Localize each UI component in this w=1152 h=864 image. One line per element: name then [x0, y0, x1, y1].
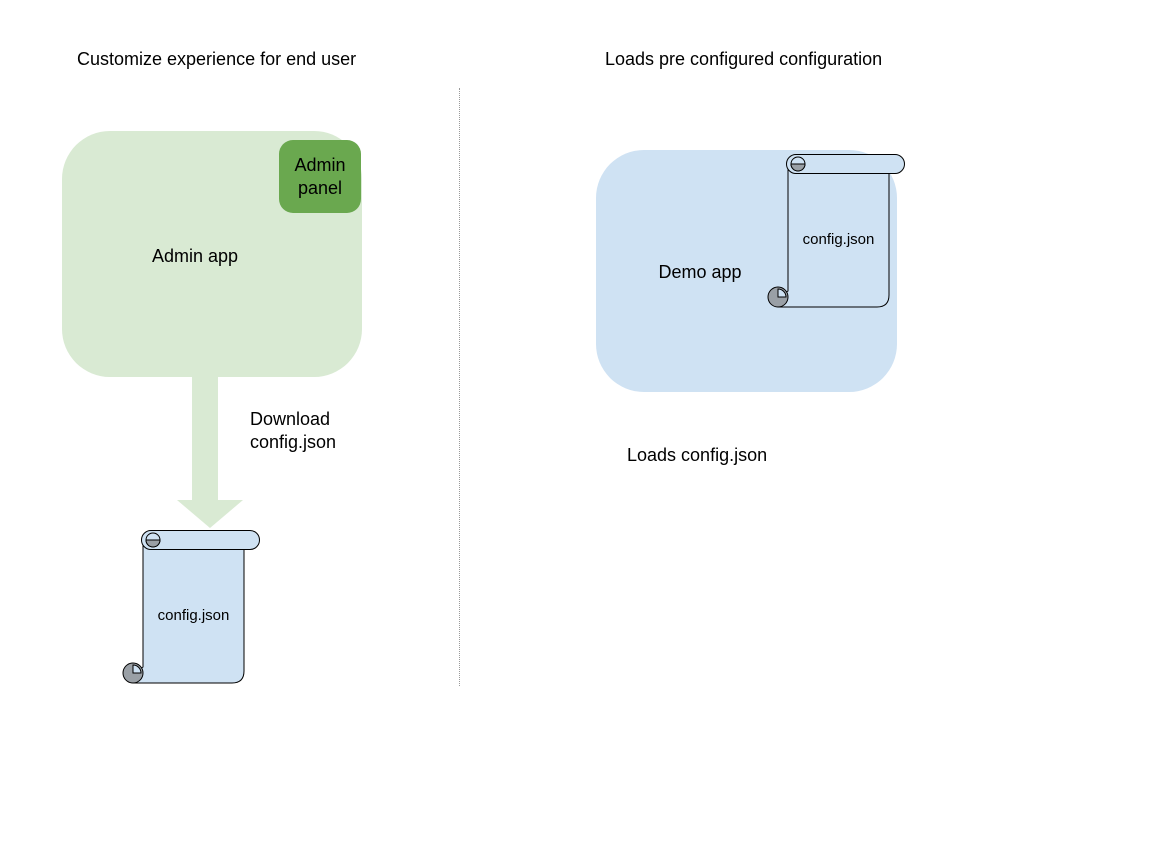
admin-app-label: Admin app — [152, 246, 239, 266]
section-divider-line — [459, 88, 460, 686]
config-file-scroll-icon — [767, 154, 905, 308]
config-file-scroll-icon — [122, 530, 260, 684]
loads-config-caption: Loads config.json — [627, 445, 768, 465]
demo-app-label: Demo app — [658, 262, 742, 282]
config-file-label: config.json — [802, 231, 875, 248]
admin-panel-box: Admin panel — [279, 140, 361, 213]
config-file-label: config.json — [157, 607, 230, 624]
left-section-title: Customize experience for end user — [77, 49, 357, 69]
right-section-title: Loads pre configured configuration — [605, 49, 883, 69]
download-arrow-head-icon — [177, 500, 243, 528]
download-arrow-shaft — [192, 376, 218, 500]
download-arrow-label: Download config.json — [250, 409, 337, 452]
admin-panel-label: Admin panel — [294, 154, 346, 198]
